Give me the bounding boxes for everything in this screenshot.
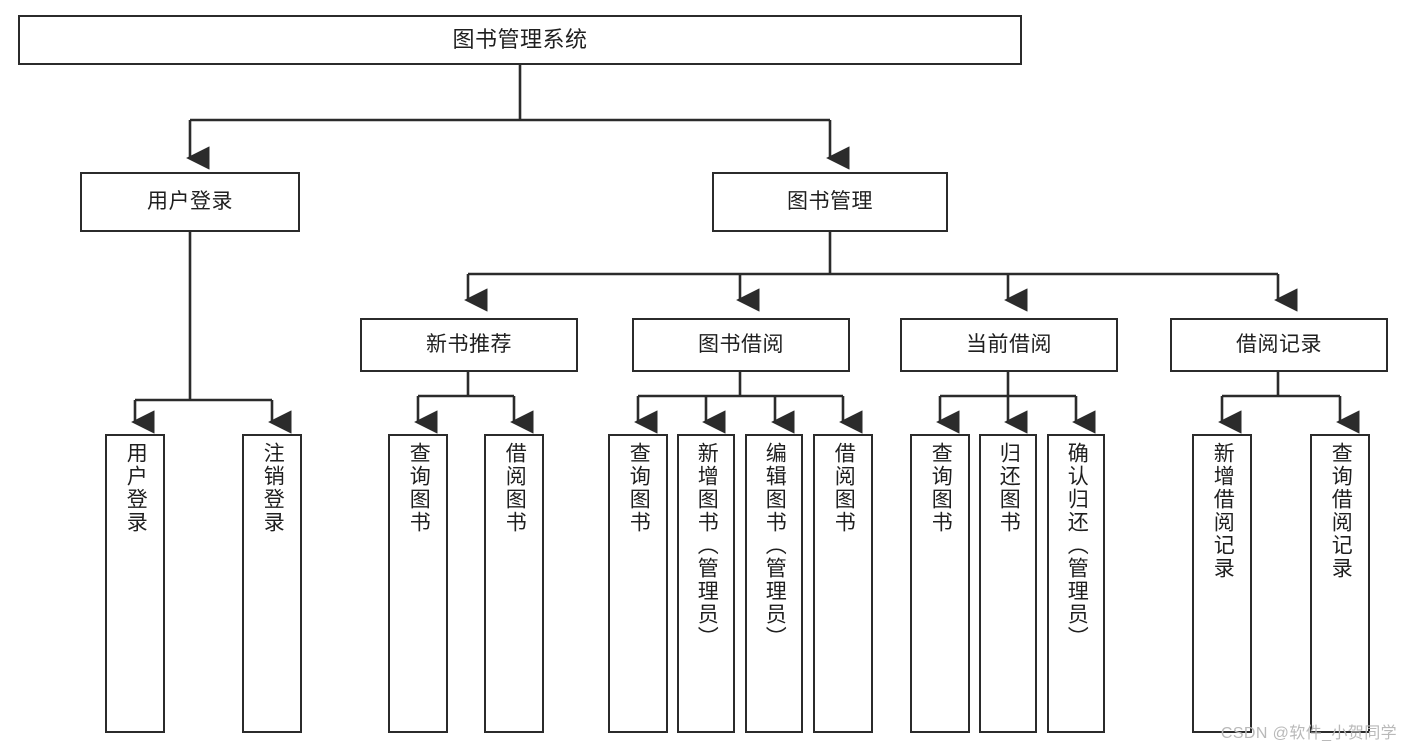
node-label: 注销登录 (261, 442, 285, 534)
node-label: 新书推荐 (426, 332, 512, 356)
node-user-login[interactable]: 用户登录 (80, 172, 300, 232)
node-current-borrow[interactable]: 当前借阅 (900, 318, 1118, 372)
node-label: 图书管理系统 (452, 27, 588, 53)
node-label: 查询图书 (407, 442, 431, 534)
node-label: 借阅图书 (832, 442, 856, 534)
node-label: 查询借阅记录 (1329, 442, 1353, 580)
leaf-record-add-borrow-record[interactable]: 新增借阅记录 (1192, 434, 1252, 733)
node-label: 归还图书 (997, 442, 1021, 534)
leaf-current-query-book[interactable]: 查询图书 (910, 434, 970, 733)
node-label: 借阅记录 (1236, 332, 1322, 356)
node-label: 新增借阅记录 (1211, 442, 1235, 580)
node-label: 用户登录 (147, 189, 233, 213)
leaf-borrow-query-book[interactable]: 查询图书 (608, 434, 668, 733)
node-label: 新增图书（管理员） (695, 442, 719, 649)
leaf-borrow-edit-book-admin[interactable]: 编辑图书（管理员） (745, 434, 803, 733)
leaf-current-confirm-return-admin[interactable]: 确认归还（管理员） (1047, 434, 1105, 733)
node-label: 借阅图书 (503, 442, 527, 534)
leaf-recommend-query-book[interactable]: 查询图书 (388, 434, 448, 733)
node-root-book-management-system[interactable]: 图书管理系统 (18, 15, 1022, 65)
node-label: 用户登录 (124, 442, 148, 534)
node-label: 图书借阅 (698, 332, 784, 356)
node-label: 查询图书 (929, 442, 953, 534)
leaf-borrow-add-book-admin[interactable]: 新增图书（管理员） (677, 434, 735, 733)
leaf-recommend-borrow-book[interactable]: 借阅图书 (484, 434, 544, 733)
node-label: 当前借阅 (966, 332, 1052, 356)
leaf-current-return-book[interactable]: 归还图书 (979, 434, 1037, 733)
leaf-user-login[interactable]: 用户登录 (105, 434, 165, 733)
node-label: 确认归还（管理员） (1065, 442, 1089, 649)
leaf-user-logout[interactable]: 注销登录 (242, 434, 302, 733)
node-label: 编辑图书（管理员） (763, 442, 787, 649)
node-book-borrow[interactable]: 图书借阅 (632, 318, 850, 372)
node-borrow-record[interactable]: 借阅记录 (1170, 318, 1388, 372)
node-book-management[interactable]: 图书管理 (712, 172, 948, 232)
leaf-borrow-borrow-book[interactable]: 借阅图书 (813, 434, 873, 733)
node-label: 查询图书 (627, 442, 651, 534)
leaf-record-query-borrow-record[interactable]: 查询借阅记录 (1310, 434, 1370, 733)
node-new-book-recommend[interactable]: 新书推荐 (360, 318, 578, 372)
node-label: 图书管理 (787, 189, 873, 213)
watermark-text: CSDN @软件_小贺同学 (1220, 725, 1397, 742)
